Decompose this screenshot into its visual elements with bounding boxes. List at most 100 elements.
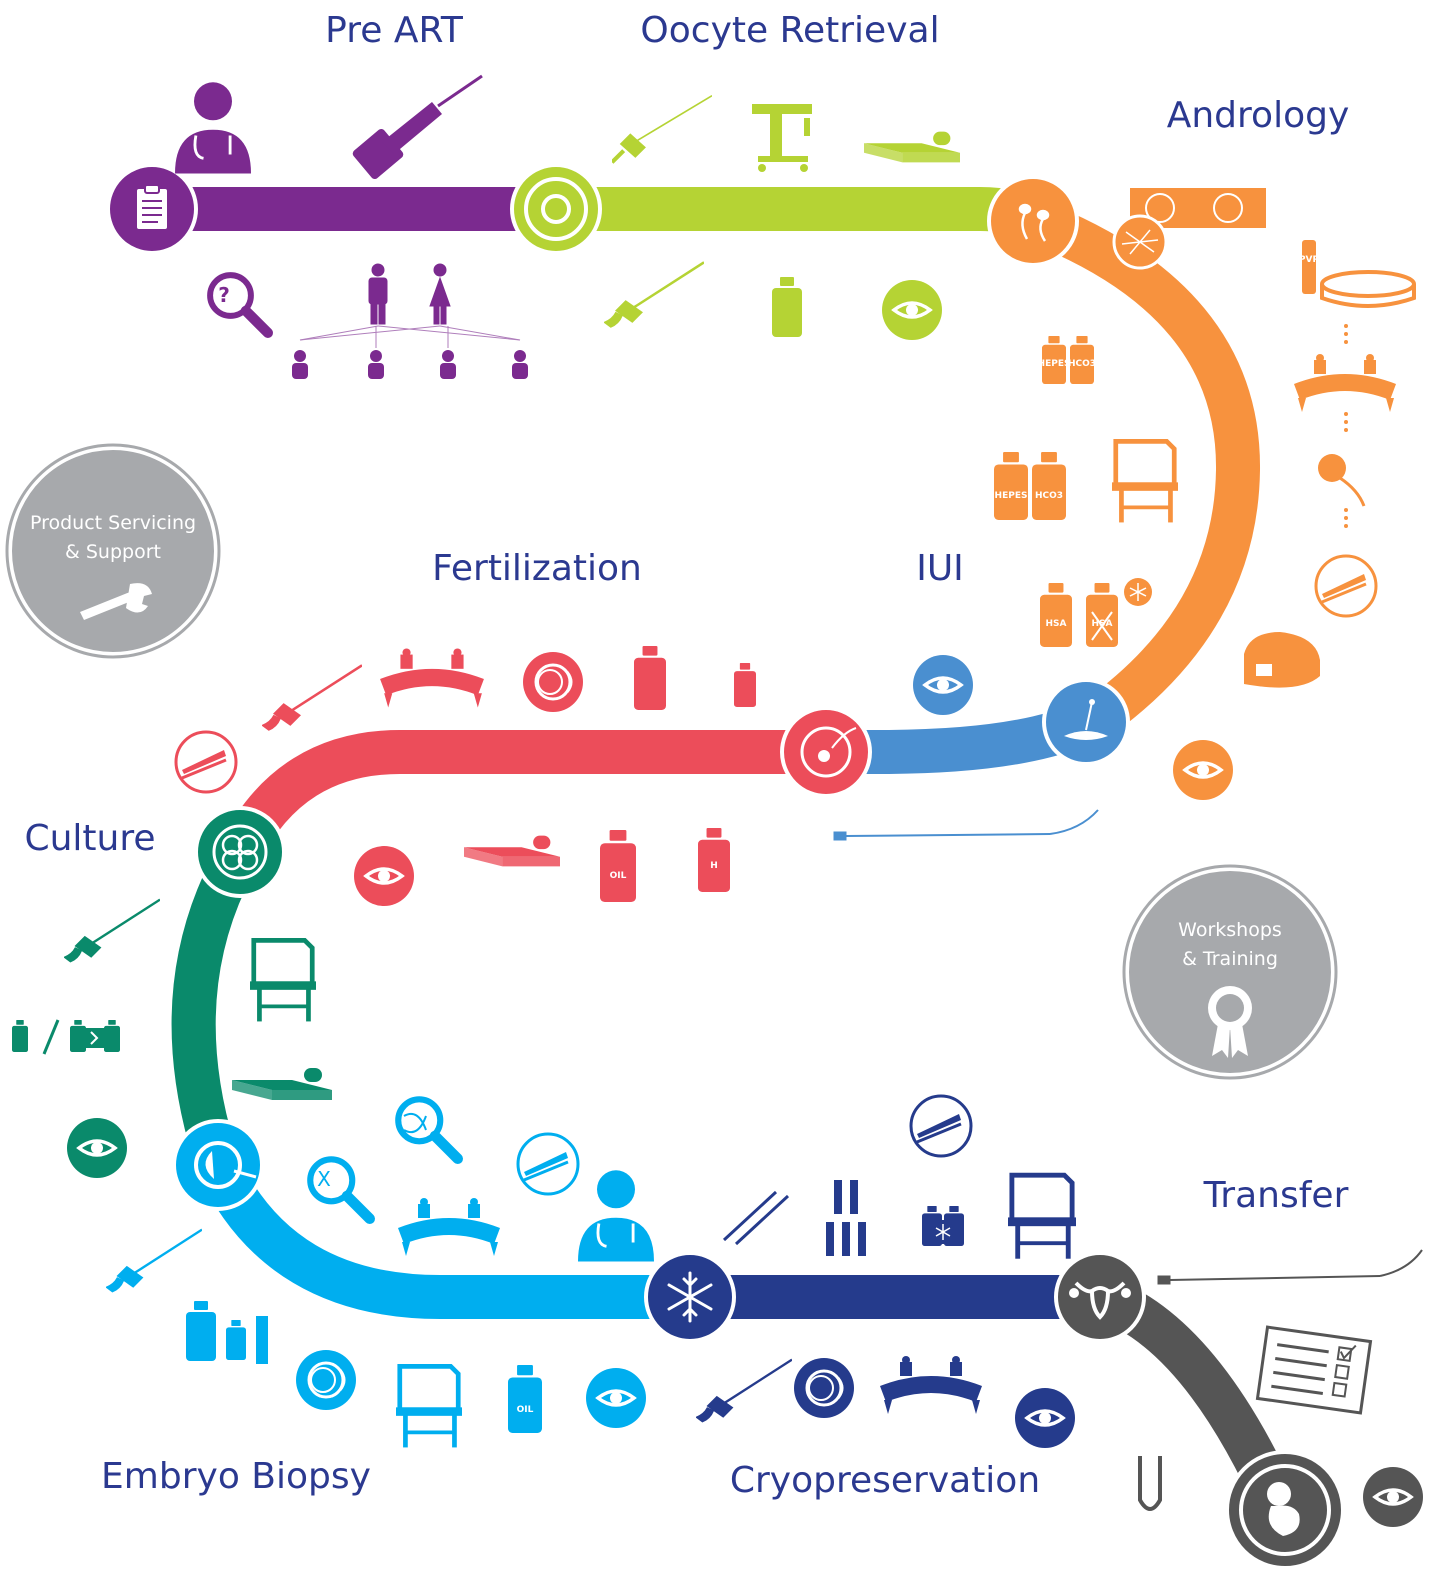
pipette-icon [604, 260, 704, 329]
forceps-icon [1314, 554, 1378, 618]
family-tree-icon [292, 263, 528, 379]
stage-label-transfer: Transfer [1203, 1175, 1349, 1216]
pipette-icon [352, 74, 483, 180]
chromosome-search-icon: X [310, 1159, 370, 1219]
workstation-icon [250, 940, 316, 1021]
andrology-path [1024, 199, 1261, 738]
biopsy-node[interactable] [172, 1119, 264, 1211]
straws-icon [826, 1180, 866, 1256]
eye-icon [354, 846, 414, 906]
checklist-icon [1255, 1325, 1373, 1415]
oocyte-node[interactable] [510, 163, 602, 255]
doctor-icon [175, 80, 251, 175]
support-line1: Product Servicing [30, 512, 196, 534]
uterus-icon [1069, 1281, 1131, 1320]
eye-icon [67, 1118, 127, 1178]
microscope-icon [1294, 354, 1396, 412]
pipette-icon [106, 1228, 202, 1294]
andrology-node[interactable] [987, 175, 1079, 267]
oocyte-path [556, 187, 1038, 239]
wrench-icon [80, 583, 152, 620]
egg-icon [296, 1350, 356, 1410]
search-question-icon: ? [210, 275, 268, 333]
doctor-icon [578, 1168, 654, 1263]
embryo-icon [221, 834, 259, 871]
insemination-icon [1064, 699, 1108, 740]
clipboard-icon [137, 184, 167, 229]
stage-label-oocyte-retrieval: Oocyte Retrieval [640, 10, 939, 51]
microscope-icon [380, 648, 484, 708]
pvp-tube-icon: PVP [1299, 240, 1320, 294]
hsa-bottles: HSA HSA [1040, 578, 1152, 647]
support-line2: & Support [65, 541, 161, 563]
eye-icon [1015, 1388, 1075, 1448]
workshops-training-badge[interactable]: Workshops & Training [1122, 864, 1338, 1080]
stage-label-fertilization: Fertilization [432, 548, 642, 589]
svg-text:OIL: OIL [517, 1405, 534, 1415]
svg-text:PVP: PVP [1299, 255, 1320, 265]
dna-search-icon [398, 1099, 458, 1159]
svg-text:HCO3: HCO3 [1035, 491, 1063, 501]
forceps-icon [174, 730, 238, 794]
fertilization-node[interactable] [780, 706, 872, 798]
svg-text:HCO3: HCO3 [1068, 359, 1096, 369]
table-icon [752, 104, 812, 172]
eye-icon [913, 655, 973, 715]
pipette-icon [262, 663, 362, 732]
centrifuge-icon [1244, 632, 1320, 688]
bottle-icon [634, 646, 666, 710]
stage-label-iui: IUI [916, 548, 964, 589]
hepes-hco3-small-bottles: HEPES HCO3 [1038, 336, 1096, 384]
cryo-node[interactable] [644, 1251, 736, 1343]
svg-text:HEPES: HEPES [995, 491, 1028, 501]
egg-icon [800, 726, 852, 778]
biopsy-bottles-icon [186, 1301, 268, 1364]
cryo-bottles-icon [922, 1206, 964, 1246]
product-servicing-badge[interactable]: Product Servicing & Support [5, 443, 221, 659]
snowflake-icon [667, 1271, 713, 1323]
forceps-icon [516, 1132, 580, 1196]
egg-icon [524, 177, 588, 241]
pipette-icon [64, 898, 160, 964]
hepes-hco3-bottles: HEPES HCO3 [994, 452, 1066, 520]
iui-node[interactable] [1042, 678, 1130, 766]
stage-label-andrology: Andrology [1167, 95, 1350, 136]
microscope-icon [880, 1356, 982, 1414]
microscope-icon [398, 1198, 500, 1256]
svg-text:HEPES: HEPES [1038, 359, 1071, 369]
h-bottle-icon: H [698, 828, 730, 892]
stage-label-culture: Culture [24, 818, 155, 859]
training-line1: Workshops [1178, 919, 1282, 941]
fetus-node[interactable] [1225, 1450, 1345, 1570]
svg-text:H: H [710, 861, 718, 871]
training-line2: & Training [1182, 948, 1278, 970]
workstation-icon [396, 1366, 462, 1447]
eye-icon [882, 280, 942, 340]
stage-label-pre-art: Pre ART [325, 10, 464, 51]
culture-node[interactable] [194, 806, 286, 898]
needle-icon [612, 96, 712, 163]
workstation-icon [1112, 441, 1178, 522]
eye-icon [1363, 1467, 1423, 1527]
oil-bottle-icon: OIL [600, 830, 636, 902]
dish-icon [1320, 270, 1416, 308]
eye-icon [586, 1368, 646, 1428]
heating-plate-icon [864, 131, 960, 163]
egg-icon [523, 652, 583, 712]
vitrification-rods-icon [722, 1190, 790, 1246]
catheter-icon [833, 809, 1099, 841]
award-icon [1208, 986, 1252, 1058]
forceps-icon [909, 1094, 973, 1158]
svg-text:HSA: HSA [1046, 619, 1067, 629]
fetus-icon [1267, 1482, 1300, 1536]
oil-bottle-icon: OIL [508, 1365, 542, 1433]
culture-path [171, 840, 260, 1172]
sperm-icon [1318, 454, 1366, 507]
pre-art-node[interactable] [106, 163, 198, 255]
transfer-node[interactable] [1054, 1251, 1146, 1343]
eye-icon [1173, 740, 1233, 800]
sperm-icon [1018, 203, 1050, 242]
pipette-icon [696, 1358, 792, 1424]
svg-text:HSA: HSA [1092, 619, 1113, 629]
